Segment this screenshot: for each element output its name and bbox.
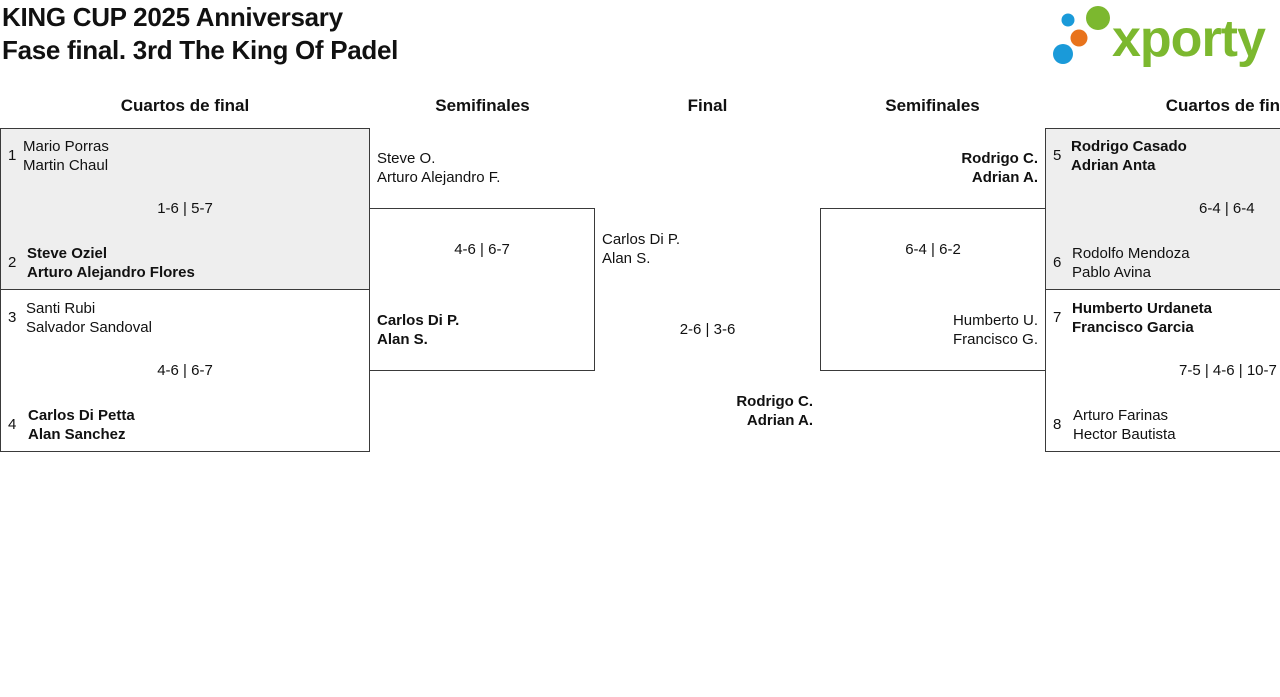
- match-qf-4[interactable]: 7 Humberto Urdaneta Francisco Garcia 7-5…: [1045, 289, 1280, 452]
- round-header-qf-right: Cuartos de final: [1165, 96, 1280, 115]
- player-name: Rodrigo C.: [961, 150, 1038, 167]
- match-score: 6-4 | 6-2: [905, 241, 961, 258]
- xporty-logo-icon: xporty: [1053, 6, 1267, 68]
- phase-title: Fase final. 3rd The King Of Padel: [2, 35, 399, 65]
- player-name: Mario Porras: [23, 138, 109, 155]
- match-qf-2[interactable]: 3 Santi Rubi Salvador Sandoval 4-6 | 6-7…: [0, 289, 370, 452]
- team-names: Santi Rubi Salvador Sandoval: [26, 299, 152, 337]
- final-score[interactable]: 2-6 | 3-6: [679, 321, 736, 338]
- player-name: Carlos Di P.: [602, 231, 681, 248]
- player-name: Carlos Di Petta: [28, 407, 135, 424]
- match-score: 7-5 | 4-6 | 10-7: [1179, 362, 1277, 379]
- team-names: Mario Porras Martin Chaul: [23, 137, 109, 175]
- sf-right-team-a-winner: Rodrigo C. Adrian A.: [820, 149, 1038, 187]
- player-name: Rodrigo Casado: [1071, 138, 1187, 155]
- player-name: Alan Sanchez: [28, 426, 126, 443]
- sf-left-team-a: Steve O. Arturo Alejandro F.: [377, 149, 500, 187]
- round-header-qf-left: Cuartos de final: [120, 96, 250, 115]
- round-header-final: Final: [687, 96, 728, 115]
- player-name: Francisco G.: [952, 331, 1038, 348]
- seed-number: 2: [8, 254, 17, 271]
- player-name: Rodrigo C.: [736, 393, 813, 410]
- player-name: Adrian A.: [971, 169, 1038, 186]
- tournament-title: KING CUP 2025 Anniversary: [2, 2, 343, 32]
- seed-number: 8: [1053, 416, 1062, 433]
- player-name: Arturo Alejandro Flores: [27, 264, 195, 281]
- seed-number: 6: [1053, 254, 1062, 271]
- player-name: Alan S.: [377, 331, 428, 348]
- team-names-winner: Steve Oziel Arturo Alejandro Flores: [27, 244, 195, 282]
- match-sf-right[interactable]: 6-4 | 6-2 Humberto U. Francisco G.: [820, 208, 1046, 371]
- match-qf-3[interactable]: 5 Rodrigo Casado Adrian Anta 6-4 | 6-4 6…: [1045, 128, 1280, 290]
- player-name: Francisco Garcia: [1072, 319, 1194, 336]
- seed-number: 3: [8, 309, 17, 326]
- team-names: Humberto U. Francisco G.: [821, 311, 1038, 349]
- round-header-sf-right: Semifinales: [885, 96, 980, 115]
- player-name: Arturo Alejandro F.: [377, 169, 501, 186]
- team-names-winner: Rodrigo Casado Adrian Anta: [1071, 137, 1187, 175]
- player-name: Adrian Anta: [1071, 157, 1156, 174]
- seed-number: 5: [1053, 147, 1062, 164]
- player-name: Humberto U.: [952, 312, 1038, 329]
- team-names-winner: Carlos Di Petta Alan Sanchez: [28, 406, 135, 444]
- player-name: Hector Bautista: [1073, 426, 1176, 443]
- match-score: 4-6 | 6-7: [454, 241, 510, 258]
- team-names-winner: Humberto Urdaneta Francisco Garcia: [1072, 299, 1212, 337]
- match-qf-1[interactable]: 1 Mario Porras Martin Chaul 1-6 | 5-7 2 …: [0, 128, 370, 290]
- player-name: Adrian A.: [746, 412, 813, 429]
- match-sf-left[interactable]: 4-6 | 6-7 Carlos Di P. Alan S.: [369, 208, 595, 371]
- final-team-a: Carlos Di P. Alan S.: [602, 230, 680, 268]
- player-name: Arturo Farinas: [1073, 407, 1169, 424]
- logo-wordmark: xporty: [1112, 10, 1266, 68]
- seed-number: 7: [1053, 309, 1062, 326]
- player-name: Steve Oziel: [27, 245, 108, 262]
- player-name: Carlos Di P.: [377, 312, 460, 329]
- team-names: Arturo Farinas Hector Bautista: [1073, 406, 1176, 444]
- match-score: 1-6 | 5-7: [157, 200, 213, 217]
- player-name: Pablo Avina: [1072, 264, 1151, 281]
- player-name: Humberto Urdaneta: [1072, 300, 1213, 317]
- player-name: Santi Rubi: [26, 300, 96, 317]
- seed-number: 1: [8, 147, 17, 164]
- team-names: Rodolfo Mendoza Pablo Avina: [1072, 244, 1190, 282]
- player-name: Alan S.: [602, 250, 651, 267]
- final-winner: Rodrigo C. Adrian A.: [595, 392, 813, 430]
- player-name: Steve O.: [377, 150, 436, 167]
- player-name: Martin Chaul: [23, 157, 109, 174]
- match-score: 6-4 | 6-4: [1199, 200, 1255, 217]
- team-names-winner: Carlos Di P. Alan S.: [377, 311, 459, 349]
- seed-number: 4: [8, 416, 17, 433]
- player-name: Salvador Sandoval: [26, 319, 152, 336]
- round-header-sf-left: Semifinales: [435, 96, 530, 115]
- match-score: 4-6 | 6-7: [157, 362, 213, 379]
- player-name: Rodolfo Mendoza: [1072, 245, 1190, 262]
- xporty-logo[interactable]: xporty: [1050, 4, 1276, 68]
